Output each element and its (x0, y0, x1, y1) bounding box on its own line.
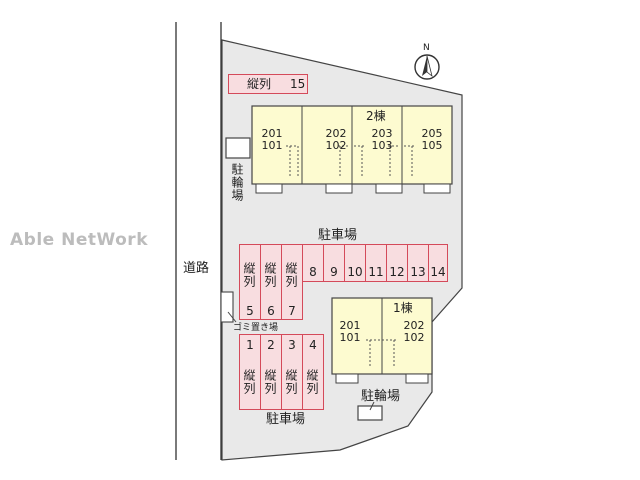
road-label: 道路 (183, 261, 210, 276)
slot-9-number: 9 (330, 265, 338, 279)
slot-13-number: 13 (410, 265, 426, 279)
parking-slot-4 (302, 334, 324, 410)
parking-slot-15-tag: 縦列 (247, 77, 272, 91)
slot-3-tag: 縦列 (284, 369, 298, 395)
slot-4-tag: 縦列 (305, 369, 319, 395)
parking-bottom-label: 駐車場 (266, 412, 306, 427)
building-1-name: 1棟 (393, 301, 413, 315)
slot-11-number: 11 (368, 265, 384, 279)
slot-6-number: 6 (267, 304, 275, 318)
slot-3-number: 3 (288, 338, 296, 352)
slot-12-number: 12 (389, 265, 405, 279)
garbage-area-label: ゴミ置き場 (233, 323, 279, 333)
parking-slot-15-number: 15 (290, 77, 306, 91)
slot-10-number: 10 (347, 265, 363, 279)
parking-main-label: 駐車場 (318, 228, 358, 243)
slot-14-number: 14 (430, 265, 446, 279)
north-arrow-icon (414, 54, 440, 80)
bike-shelter-left (225, 137, 251, 159)
slot-5-tag: 縦列 (242, 262, 256, 288)
slot-5-number: 5 (246, 304, 254, 318)
slot-4-number: 4 (309, 338, 317, 352)
slot-1-number: 1 (246, 338, 254, 352)
bike-parking-left-label: 駐輪場 (230, 163, 244, 202)
parking-slot-7 (281, 244, 303, 320)
building-2-name: 2棟 (366, 109, 386, 123)
bike-parking-right-label: 駐輪場 (361, 389, 401, 404)
slot-2-number: 2 (267, 338, 275, 352)
slot-7-number: 7 (288, 304, 296, 318)
north-label: N (423, 43, 430, 53)
slot-7-tag: 縦列 (284, 262, 298, 288)
parking-slot-15 (228, 74, 308, 94)
watermark-logo: Able NetWork (10, 230, 148, 250)
parking-slot-14 (428, 244, 448, 282)
garbage-box (220, 291, 234, 323)
slot-8-number: 8 (309, 265, 317, 279)
bike-shelter-right (357, 405, 383, 421)
slot-2-tag: 縦列 (263, 369, 277, 395)
slot-1-tag: 縦列 (242, 369, 256, 395)
slot-6-tag: 縦列 (263, 262, 277, 288)
